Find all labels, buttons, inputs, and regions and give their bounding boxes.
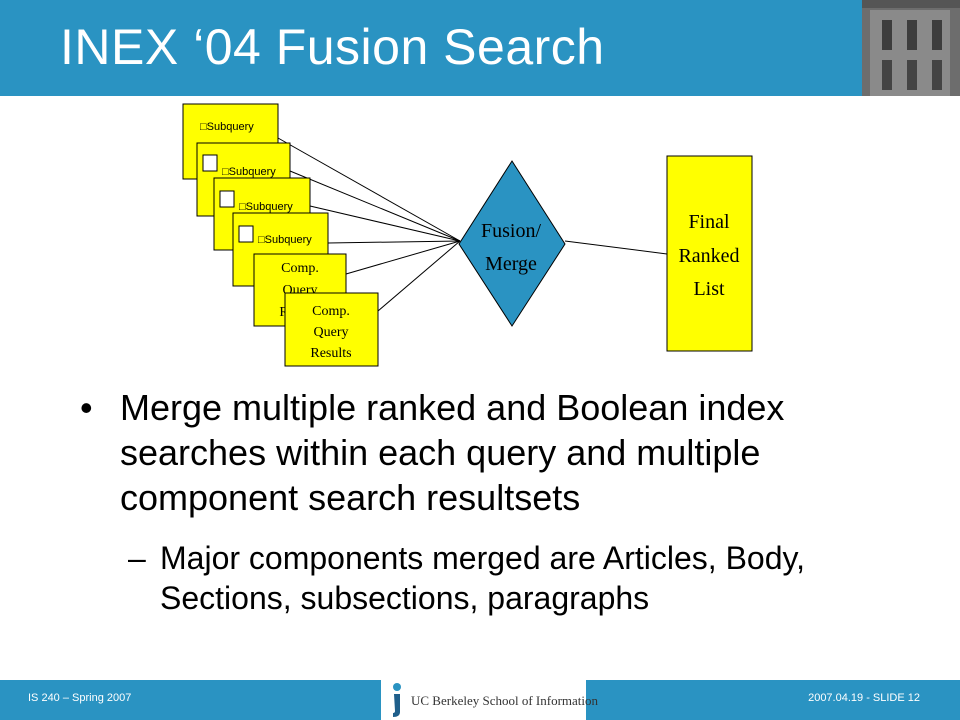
comp-front-line-2: Query bbox=[314, 325, 349, 340]
subquery-box-4-label: □Subquery bbox=[258, 234, 312, 246]
footer-slide-number: 2007.04.19 - SLIDE 12 bbox=[808, 692, 920, 704]
bullet-main: • Merge multiple ranked and Boolean inde… bbox=[80, 385, 940, 520]
subquery-box-2-label: □Subquery bbox=[222, 166, 276, 178]
building-photo bbox=[862, 0, 960, 96]
school-logo: UC Berkeley School of Information bbox=[381, 680, 598, 720]
bullet-sub-text: Major components merged are Articles, Bo… bbox=[160, 540, 806, 616]
logo-mark-icon bbox=[393, 683, 401, 717]
comp-back-line-3: R bbox=[279, 305, 289, 320]
subquery-box-3-label: □Subquery bbox=[239, 201, 293, 213]
comp-back-line-1: Comp. bbox=[281, 261, 319, 276]
fusion-line-1: Fusion/ bbox=[481, 220, 541, 242]
logo-text: UC Berkeley School of Information bbox=[411, 693, 599, 708]
bullet-dot: • bbox=[80, 387, 93, 428]
final-line-3: List bbox=[693, 278, 725, 300]
fusion-diagram: □Subquery □Subquery □Subquery □Subquery … bbox=[182, 103, 753, 367]
connector-lines bbox=[277, 137, 668, 312]
comp-front-line-1: Comp. bbox=[312, 304, 350, 319]
bullet-main-text: Merge multiple ranked and Boolean index … bbox=[120, 387, 785, 518]
final-ranked-list-box: Final Ranked List bbox=[666, 155, 753, 352]
fusion-line-2: Merge bbox=[485, 253, 537, 275]
bullet-list: • Merge multiple ranked and Boolean inde… bbox=[80, 385, 940, 618]
subquery-box-1-label: □Subquery bbox=[200, 121, 254, 133]
comp-results-box-front: Comp. Query Results bbox=[284, 292, 379, 367]
final-line-1: Final bbox=[688, 211, 730, 233]
slide-title: INEX ‘04 Fusion Search bbox=[60, 19, 605, 75]
fusion-merge-node: Fusion/ Merge bbox=[458, 160, 566, 327]
comp-front-line-3: Results bbox=[310, 346, 351, 361]
final-line-2: Ranked bbox=[678, 245, 739, 267]
bullet-sub: – Major components merged are Articles, … bbox=[80, 538, 940, 618]
footer-course: IS 240 – Spring 2007 bbox=[28, 692, 132, 704]
bullet-dash: – bbox=[128, 540, 146, 576]
title-bar: INEX ‘04 Fusion Search bbox=[0, 0, 960, 96]
